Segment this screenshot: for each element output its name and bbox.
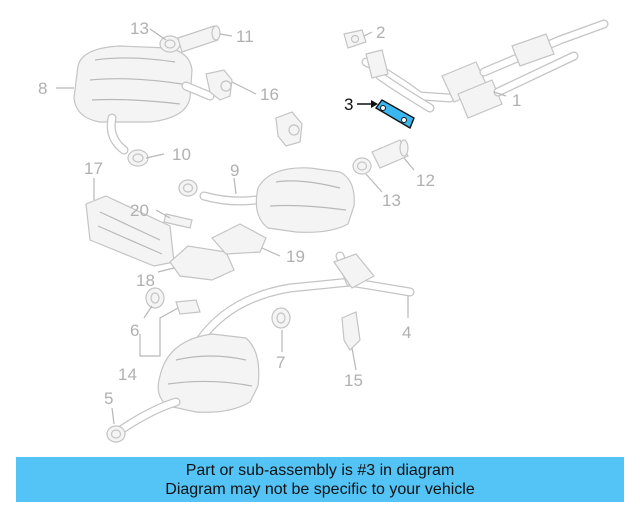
callout-20: 20 xyxy=(130,201,149,220)
callout-14: 14 xyxy=(118,365,137,384)
callout-12: 12 xyxy=(416,171,435,190)
hanger-bracket-part-16 xyxy=(205,69,303,147)
exhaust-system-diagram: 13 11 8 2 1 3 16 10 9 13 12 17 20 19 18 … xyxy=(38,19,609,443)
callout-9: 9 xyxy=(230,161,239,180)
bracket-part-14 xyxy=(175,299,201,315)
bracket-part-15 xyxy=(341,311,361,351)
leader-lines xyxy=(56,28,507,425)
callout-11: 11 xyxy=(236,27,254,46)
callout-3-highlighted: 3 xyxy=(344,95,353,114)
callout-1: 1 xyxy=(512,91,521,110)
gasket-part-2 xyxy=(343,29,367,49)
tailpipe-tip-part-11 xyxy=(177,25,221,53)
heat-shield-part-18 xyxy=(169,245,235,281)
rear-muffler-part-8 xyxy=(73,45,215,155)
tailpipe-tip-part-12 xyxy=(371,139,409,169)
callout-13-lower: 13 xyxy=(382,191,401,210)
banner-line-part-number: Part or sub-assembly is #3 in diagram xyxy=(185,461,455,479)
rear-pipe-part-4 xyxy=(195,251,415,345)
hanger-part-7 xyxy=(271,307,291,329)
banner-line-disclaimer: Diagram may not be specific to your vehi… xyxy=(165,480,475,498)
callout-2: 2 xyxy=(376,23,385,42)
callout-10: 10 xyxy=(172,145,191,164)
muffler-part-5 xyxy=(106,333,260,443)
callout-19: 19 xyxy=(286,247,305,266)
callout-13-upper: 13 xyxy=(130,19,149,38)
clamp-part-10 xyxy=(127,149,149,167)
clamp-part-20-sleeve xyxy=(178,179,198,197)
callout-4: 4 xyxy=(402,323,411,342)
gasket-part-3-highlighted xyxy=(374,99,415,130)
callout-15: 15 xyxy=(344,371,363,390)
center-muffler-part-9 xyxy=(199,167,355,233)
heat-shield-part-19 xyxy=(211,223,267,255)
callout-17: 17 xyxy=(84,159,103,178)
hanger-part-6 xyxy=(145,287,165,309)
callout-8: 8 xyxy=(38,79,47,98)
info-banner: Part or sub-assembly is #3 in diagram Di… xyxy=(16,457,624,502)
clamp-part-13-lower xyxy=(352,157,372,175)
callout-6: 6 xyxy=(130,321,139,340)
bracket-part-20 xyxy=(163,213,193,229)
callout-16: 16 xyxy=(260,85,279,104)
callout-7: 7 xyxy=(276,353,285,372)
callout-18: 18 xyxy=(136,271,155,290)
callout-5: 5 xyxy=(104,389,113,408)
front-pipe-catalytic-converter-part-1 xyxy=(361,19,609,119)
